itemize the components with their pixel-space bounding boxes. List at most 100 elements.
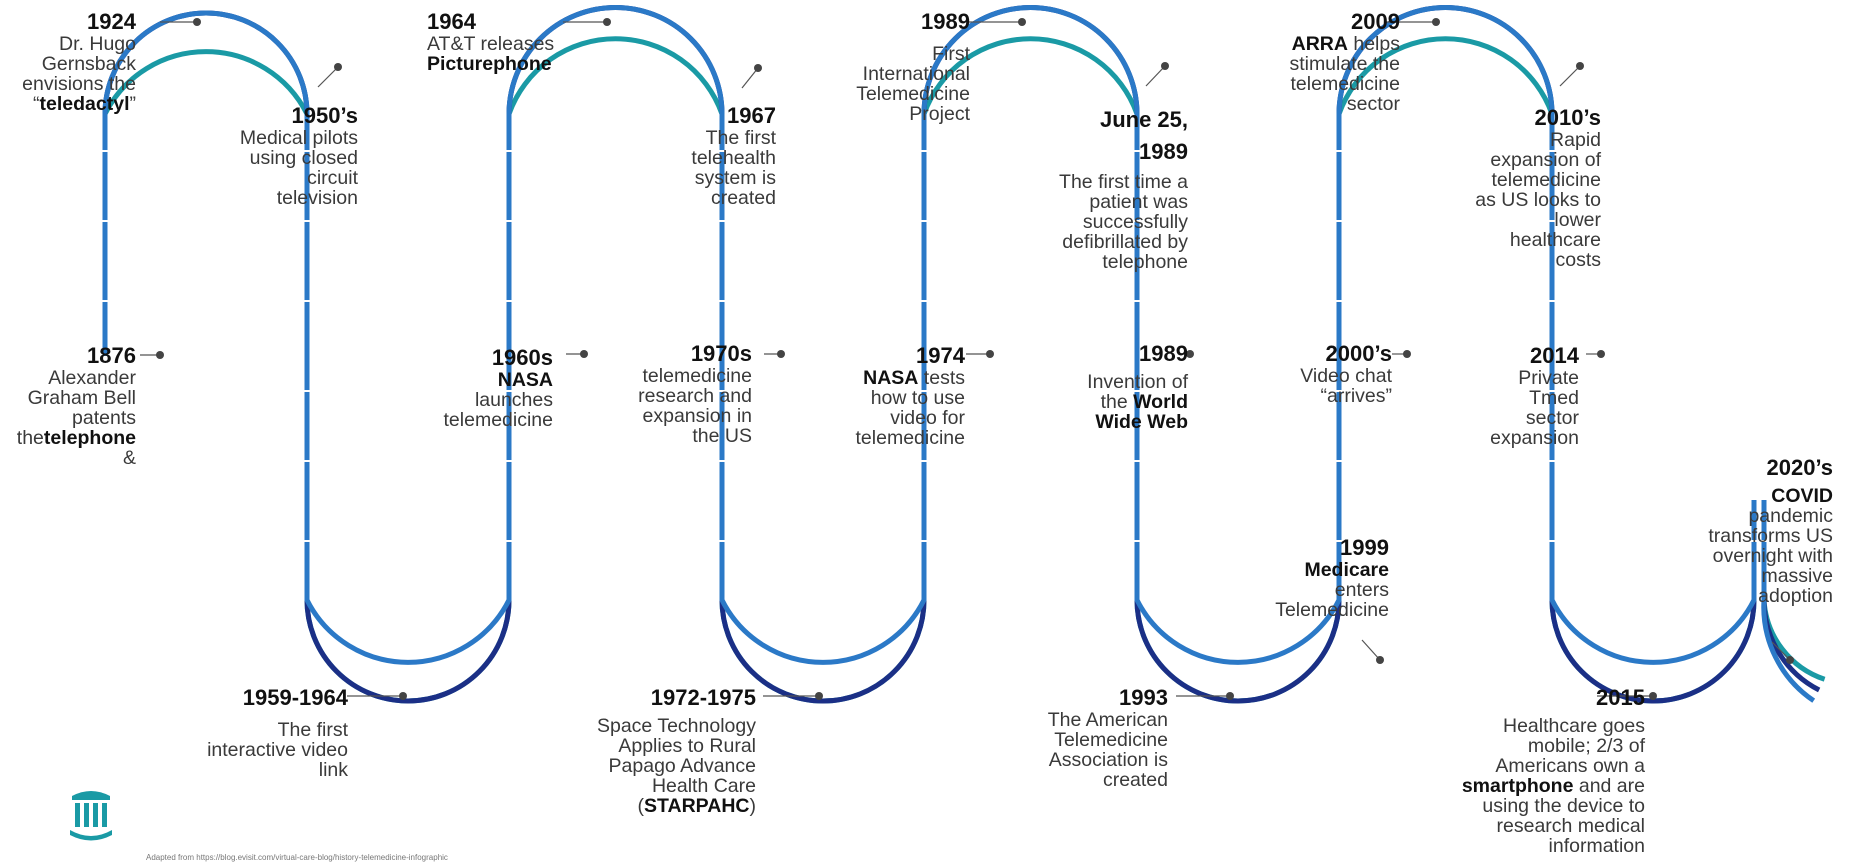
lane-marking [1117,460,1157,462]
lane-marking [1117,220,1157,222]
event-year: 2009 [1351,9,1400,34]
event-1972-1975: 1972-1975 Space Technology Applies to Ru… [597,685,756,817]
lane-marking [287,390,327,392]
event-year: 1972-1975 [650,685,756,710]
event-year: 1950’s [291,103,358,128]
pointer-dot [815,692,823,700]
lane-marking [1117,390,1157,392]
lane-marking [915,390,955,392]
lane-marking [1532,540,1572,542]
event-year: 1876 [87,343,136,368]
lane-marking [287,300,327,302]
event-1950s: 1950’s Medical pilots using closed circu… [239,103,358,209]
lane-marking [915,460,955,462]
event-2014: 2014 Private Tmed sector expansion [1490,343,1579,449]
event-description: NASA launches telemedicine [443,369,553,431]
road-lane-markings [85,150,1784,542]
pointer-dot [1376,656,1384,664]
lane-marking [85,150,125,152]
pointer-dot [1432,18,1440,26]
event-year: 1974 [916,343,965,368]
pointer-line [1559,65,1581,87]
event-1967: 1967 The first telehealth system is crea… [691,104,776,209]
pointer-line [1361,639,1381,661]
lane-marking [1330,300,1370,302]
event-description: telemedicine research and expansion in t… [638,365,752,447]
event-description: The American Telemedicine Association is… [1047,709,1168,791]
event-year: 1924 [87,9,136,34]
lane-marking [1532,220,1572,222]
lane-marking [702,460,742,462]
pointer-dot [1576,62,1584,70]
lane-marking [1117,540,1157,542]
lane-marking [915,300,955,302]
lane-marking [702,150,742,152]
event-description: Medicare enters Telemedicine [1275,559,1389,621]
event-description: ARRA helps stimulate the telemedicine se… [1289,33,1400,115]
event-year: June 25, 1989 [1099,107,1188,164]
event-1993: 1993 The American Telemedicine Associati… [1047,686,1168,791]
lane-marking [500,150,540,152]
event-2009: 2009 ARRA helps stimulate the telemedici… [1289,9,1400,115]
event-2020s: 2020’s COVID pandemic transforms US over… [1708,456,1833,606]
road-lane-end-2 [1761,500,1816,703]
event-year: 2000’s [1325,341,1392,366]
event-description: Medical pilots using closed circuit tele… [239,127,358,209]
event-description: NASA tests how to use video for telemedi… [855,367,965,449]
lane-marking [1330,150,1370,152]
lane-marking [1744,300,1784,302]
lane-marking [915,150,955,152]
pointer-line [1771,641,1791,661]
event-1964: 1964 AT&T releases Picturephone [427,9,555,75]
lane-marking [500,390,540,392]
event-description: The first time a patient was successfull… [1059,171,1188,273]
pointer-dot [1403,350,1411,358]
lane-marking [1117,300,1157,302]
lane-marking [287,540,327,542]
event-1970s: 1970s telemedicine research and expansio… [638,341,752,447]
lane-marking [1532,300,1572,302]
lane-marking [702,220,742,222]
event-june-1989: June 25, 1989 The first time a patient w… [1059,104,1188,272]
lane-marking [287,460,327,462]
lane-marking [702,540,742,542]
lane-marking [702,390,742,392]
event-year: 1970s [690,341,752,366]
pointer-dot [777,350,785,358]
event-1974: 1974 NASA tests how to use video for tel… [855,343,965,449]
lane-marking [1532,390,1572,392]
road-lanes [102,5,1826,704]
event-1989-international: 1989 First International Telemedicine Pr… [856,9,970,125]
event-year: 1964 [427,9,476,34]
event-pointers [140,18,1794,700]
pointer-dot [1786,656,1794,664]
road-lane-2 [102,5,1757,665]
lane-marking [500,540,540,542]
event-year: 1989 [921,9,970,34]
event-1960s: 1960s NASA launches telemedicine [444,346,553,430]
lane-marking [915,540,955,542]
pointer-dot [399,692,407,700]
lane-marking [85,220,125,222]
event-1924: 1924 Dr. Hugo Gernsback envisions the “t… [22,9,136,115]
pointer-dot [1186,350,1194,358]
lane-marking [1744,460,1784,462]
event-2015: 2015 Healthcare goes mobile; 2/3 of Amer… [1462,686,1645,857]
lane-marking [1532,150,1572,152]
lane-marking [85,300,125,302]
lane-marking [1330,390,1370,392]
event-description: Video chat “arrives” [1300,365,1392,407]
event-year: 2014 [1530,343,1579,368]
event-year: 1960s [491,345,553,370]
event-description: First International Telemedicine Project [856,43,970,125]
pointer-dot [1649,692,1657,700]
pointer-dot [156,351,164,359]
event-description: The first interactive video link [207,719,348,781]
lane-marking [1744,540,1784,542]
lane-marking [1330,460,1370,462]
event-description: AT&T releases Picturephone [427,33,555,75]
lane-marking [1532,460,1572,462]
event-description: Alexander Graham Bell patents thetelepho… [16,367,136,469]
lane-marking [500,220,540,222]
